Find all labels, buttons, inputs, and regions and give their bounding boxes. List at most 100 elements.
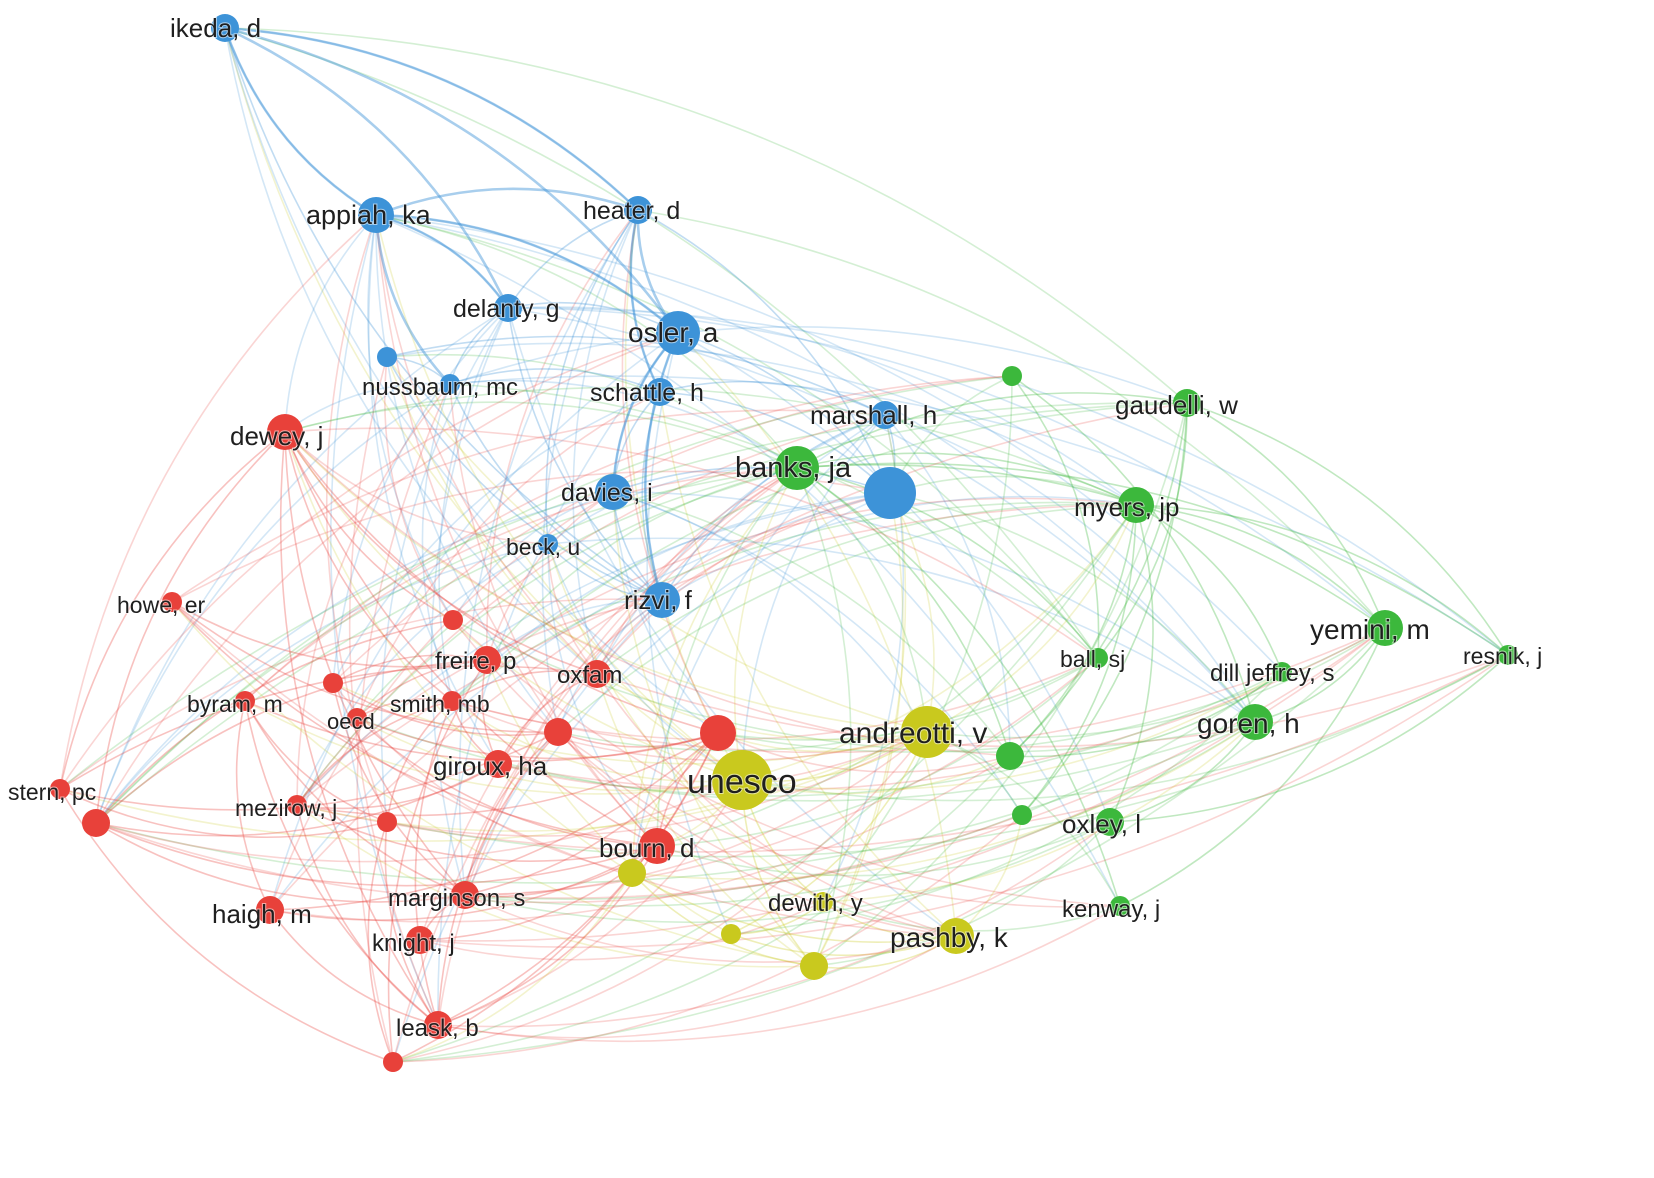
node-freire[interactable] — [473, 646, 501, 674]
link-goren-red_a — [452, 619, 1256, 753]
link-oxley-myers — [1109, 504, 1154, 823]
link-haigh-byram — [235, 700, 271, 911]
node-beck[interactable] — [538, 534, 558, 554]
node-green_mid[interactable] — [996, 742, 1024, 770]
node-red_a[interactable] — [443, 610, 463, 630]
node-bourn[interactable] — [639, 828, 675, 864]
node-delanty[interactable] — [494, 294, 522, 322]
node-oxfam[interactable] — [583, 660, 611, 688]
node-red_g[interactable] — [383, 1052, 403, 1072]
node-stern[interactable] — [50, 779, 70, 799]
node-rizvi[interactable] — [644, 582, 680, 618]
node-knight[interactable] — [406, 926, 434, 954]
node-dewith[interactable] — [813, 892, 833, 912]
node-pashby[interactable] — [938, 918, 974, 954]
node-gaudelli[interactable] — [1173, 389, 1201, 417]
link-red_f-appiah — [325, 214, 388, 823]
node-label-smith: smith, mb — [390, 691, 490, 717]
node-green_low[interactable] — [1012, 805, 1032, 825]
node-red_f[interactable] — [377, 812, 397, 832]
node-ikeda[interactable] — [211, 14, 239, 42]
link-green_top-red_e — [95, 375, 1013, 824]
link-unesco-appiah — [375, 214, 743, 781]
link-freire-davies — [486, 491, 614, 661]
node-resnik[interactable] — [1498, 645, 1518, 665]
node-dill[interactable] — [1272, 662, 1292, 682]
link-dill-marginson — [464, 671, 1283, 901]
node-oecd[interactable] — [347, 708, 367, 728]
node-goren[interactable] — [1237, 704, 1273, 740]
link-red_b-green_top — [332, 375, 1013, 684]
link-smith-oxfam — [451, 670, 598, 702]
link-pashby-schattle — [659, 391, 957, 937]
node-yellow_bottom[interactable] — [800, 952, 828, 980]
node-red_c[interactable] — [544, 718, 572, 746]
node-blue_big[interactable] — [864, 467, 916, 519]
node-ball[interactable] — [1088, 648, 1108, 668]
link-bourn-oecd — [356, 717, 658, 847]
node-label-oxley: oxley, l — [1062, 809, 1141, 839]
node-kenway[interactable] — [1110, 896, 1130, 916]
node-giroux[interactable] — [484, 750, 512, 778]
link-leask-kenway — [437, 905, 1121, 1043]
node-dewey[interactable] — [267, 414, 303, 450]
node-myers[interactable] — [1118, 487, 1154, 523]
link-gaudelli-red_e — [95, 402, 1188, 824]
link-andreotti-red_b — [332, 682, 928, 765]
link-delanty-marginson — [430, 307, 509, 896]
link-delanty-pashby — [507, 307, 957, 937]
node-yellow_left[interactable] — [618, 859, 646, 887]
link-mezirow-rizvi — [296, 599, 663, 806]
node-smith[interactable] — [442, 691, 462, 711]
node-label-banks: banks, ja — [735, 452, 852, 484]
node-yellow_small[interactable] — [721, 924, 741, 944]
node-yemini[interactable] — [1367, 610, 1403, 646]
link-goren-blue_big — [889, 492, 1256, 723]
node-unesco[interactable] — [712, 750, 772, 810]
node-blue_small[interactable] — [377, 347, 397, 367]
node-appiah[interactable] — [358, 197, 394, 233]
link-green_top-dewith — [822, 375, 1013, 903]
link-appiah-heater — [375, 187, 639, 217]
node-oxley[interactable] — [1096, 808, 1124, 836]
link-freire-red_b — [332, 654, 488, 684]
node-label-marshall: marshall, h — [810, 400, 937, 430]
link-banks-mezirow — [296, 467, 798, 806]
link-yellow_bottom-howe — [171, 601, 815, 967]
node-howe[interactable] — [162, 592, 182, 612]
node-andreotti[interactable] — [901, 706, 953, 758]
link-gaudelli-stern — [59, 401, 1188, 790]
node-marshall[interactable] — [871, 401, 899, 429]
node-red_b[interactable] — [323, 673, 343, 693]
link-stern-red_g — [59, 788, 394, 1063]
link-red_d-byram — [244, 700, 719, 762]
node-red_e[interactable] — [82, 809, 110, 837]
link-red_f-leask — [384, 821, 439, 1026]
node-green_top[interactable] — [1002, 366, 1022, 386]
node-nussbaum[interactable] — [440, 374, 460, 394]
link-dill-giroux — [497, 671, 1283, 797]
link-appiah-leask — [330, 214, 439, 1026]
node-leask[interactable] — [424, 1011, 452, 1039]
link-bourn-nussbaum — [449, 383, 658, 847]
link-byram-banks — [244, 467, 798, 702]
node-label-delanty: delanty, g — [453, 295, 560, 323]
link-bourn-mezirow — [296, 804, 658, 862]
node-marginson[interactable] — [451, 881, 479, 909]
node-haigh[interactable] — [256, 896, 284, 924]
link-dewith-beck — [547, 543, 824, 903]
node-red_d[interactable] — [700, 715, 736, 751]
node-schattle[interactable] — [646, 378, 674, 406]
node-banks[interactable] — [775, 446, 819, 490]
node-mezirow[interactable] — [287, 795, 307, 815]
link-davies-red_e — [95, 491, 614, 824]
link-appiah-delanty — [375, 213, 510, 309]
node-davies[interactable] — [595, 474, 631, 510]
node-byram[interactable] — [235, 691, 255, 711]
node-osler[interactable] — [656, 311, 700, 355]
link-pashby-osler — [677, 332, 957, 937]
node-label-ball: ball, sj — [1060, 646, 1125, 672]
node-heater[interactable] — [624, 196, 652, 224]
link-red_d-green_mid — [717, 732, 1011, 773]
link-blue_small-myers — [386, 342, 1137, 506]
